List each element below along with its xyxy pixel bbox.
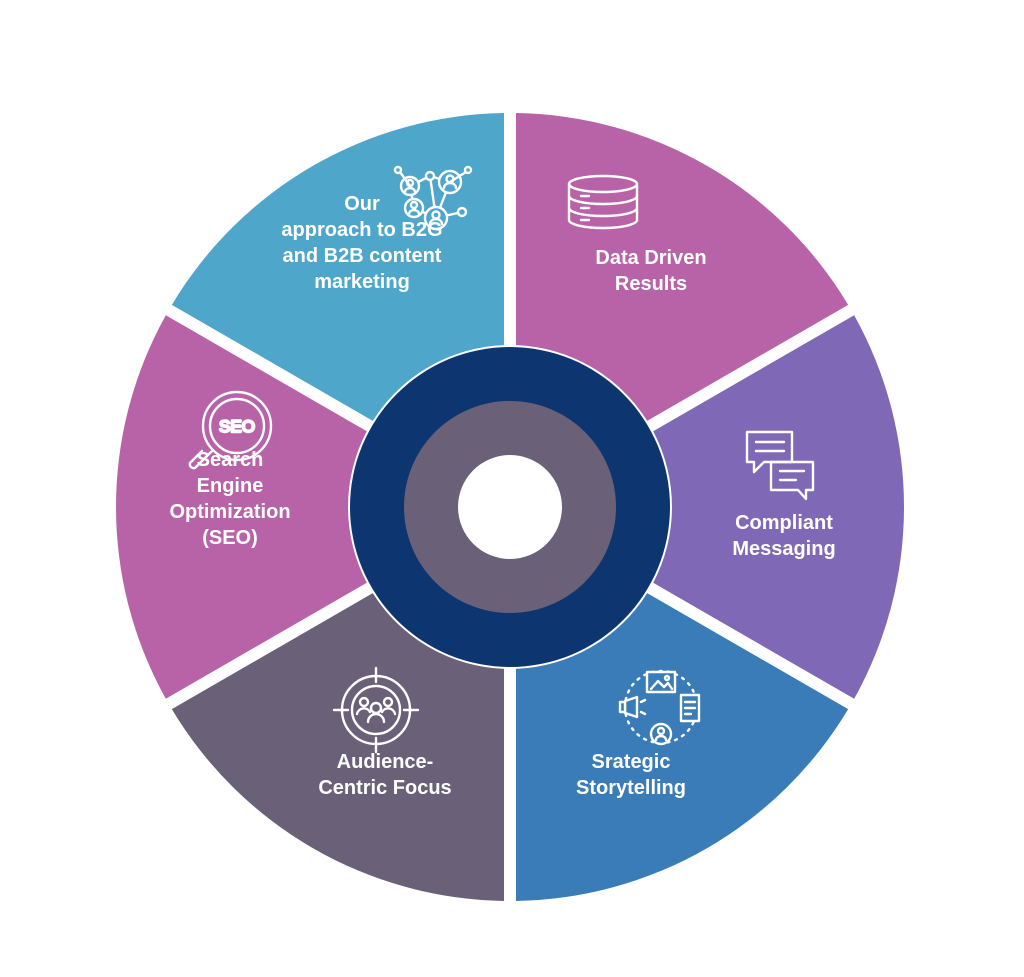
- label-line: Search: [197, 449, 264, 471]
- label-line: Srategic: [592, 751, 671, 773]
- label-line: Messaging: [732, 538, 835, 560]
- label-line: Centric Focus: [318, 777, 451, 799]
- database-icon: [567, 174, 639, 230]
- storytelling-media-icon: [618, 669, 701, 746]
- seo-magnifier-icon: SEO: [188, 390, 273, 470]
- label-line: Our: [344, 193, 380, 215]
- segment-data-driven-results: [515, 113, 849, 421]
- label-line: approach to B2G: [281, 219, 442, 241]
- label-line: Storytelling: [576, 777, 686, 799]
- wheel-segments: [115, 113, 904, 901]
- segment-audience-centric-focus: [171, 593, 505, 901]
- label-line: Audience-: [337, 751, 434, 773]
- label-line: Data Driven: [595, 247, 706, 269]
- center-hole: [458, 455, 562, 559]
- segment-compliant-messaging: [653, 315, 904, 699]
- label-line: Compliant: [735, 512, 833, 534]
- segment-our-approach: [171, 113, 505, 421]
- label-line: (SEO): [202, 527, 258, 549]
- chat-bubbles-icon: [745, 430, 815, 501]
- audience-target-icon: [332, 666, 420, 754]
- label-line: Engine: [197, 475, 264, 497]
- label-our-approach: Our approach to B2G and B2B content marketi…: [281, 193, 442, 293]
- seo-icon-text: SEO: [219, 417, 255, 436]
- label-line: and B2B content: [283, 245, 442, 267]
- label-line: Results: [615, 273, 687, 295]
- label-line: Optimization: [169, 501, 290, 523]
- segment-srategic-storytelling: [515, 593, 849, 901]
- segment-search-engine-optimization: [115, 315, 367, 699]
- label-audience-centric-focus: Audience- Centric Focus: [318, 751, 451, 799]
- network-people-icon: [393, 165, 473, 231]
- label-line: marketing: [314, 271, 410, 293]
